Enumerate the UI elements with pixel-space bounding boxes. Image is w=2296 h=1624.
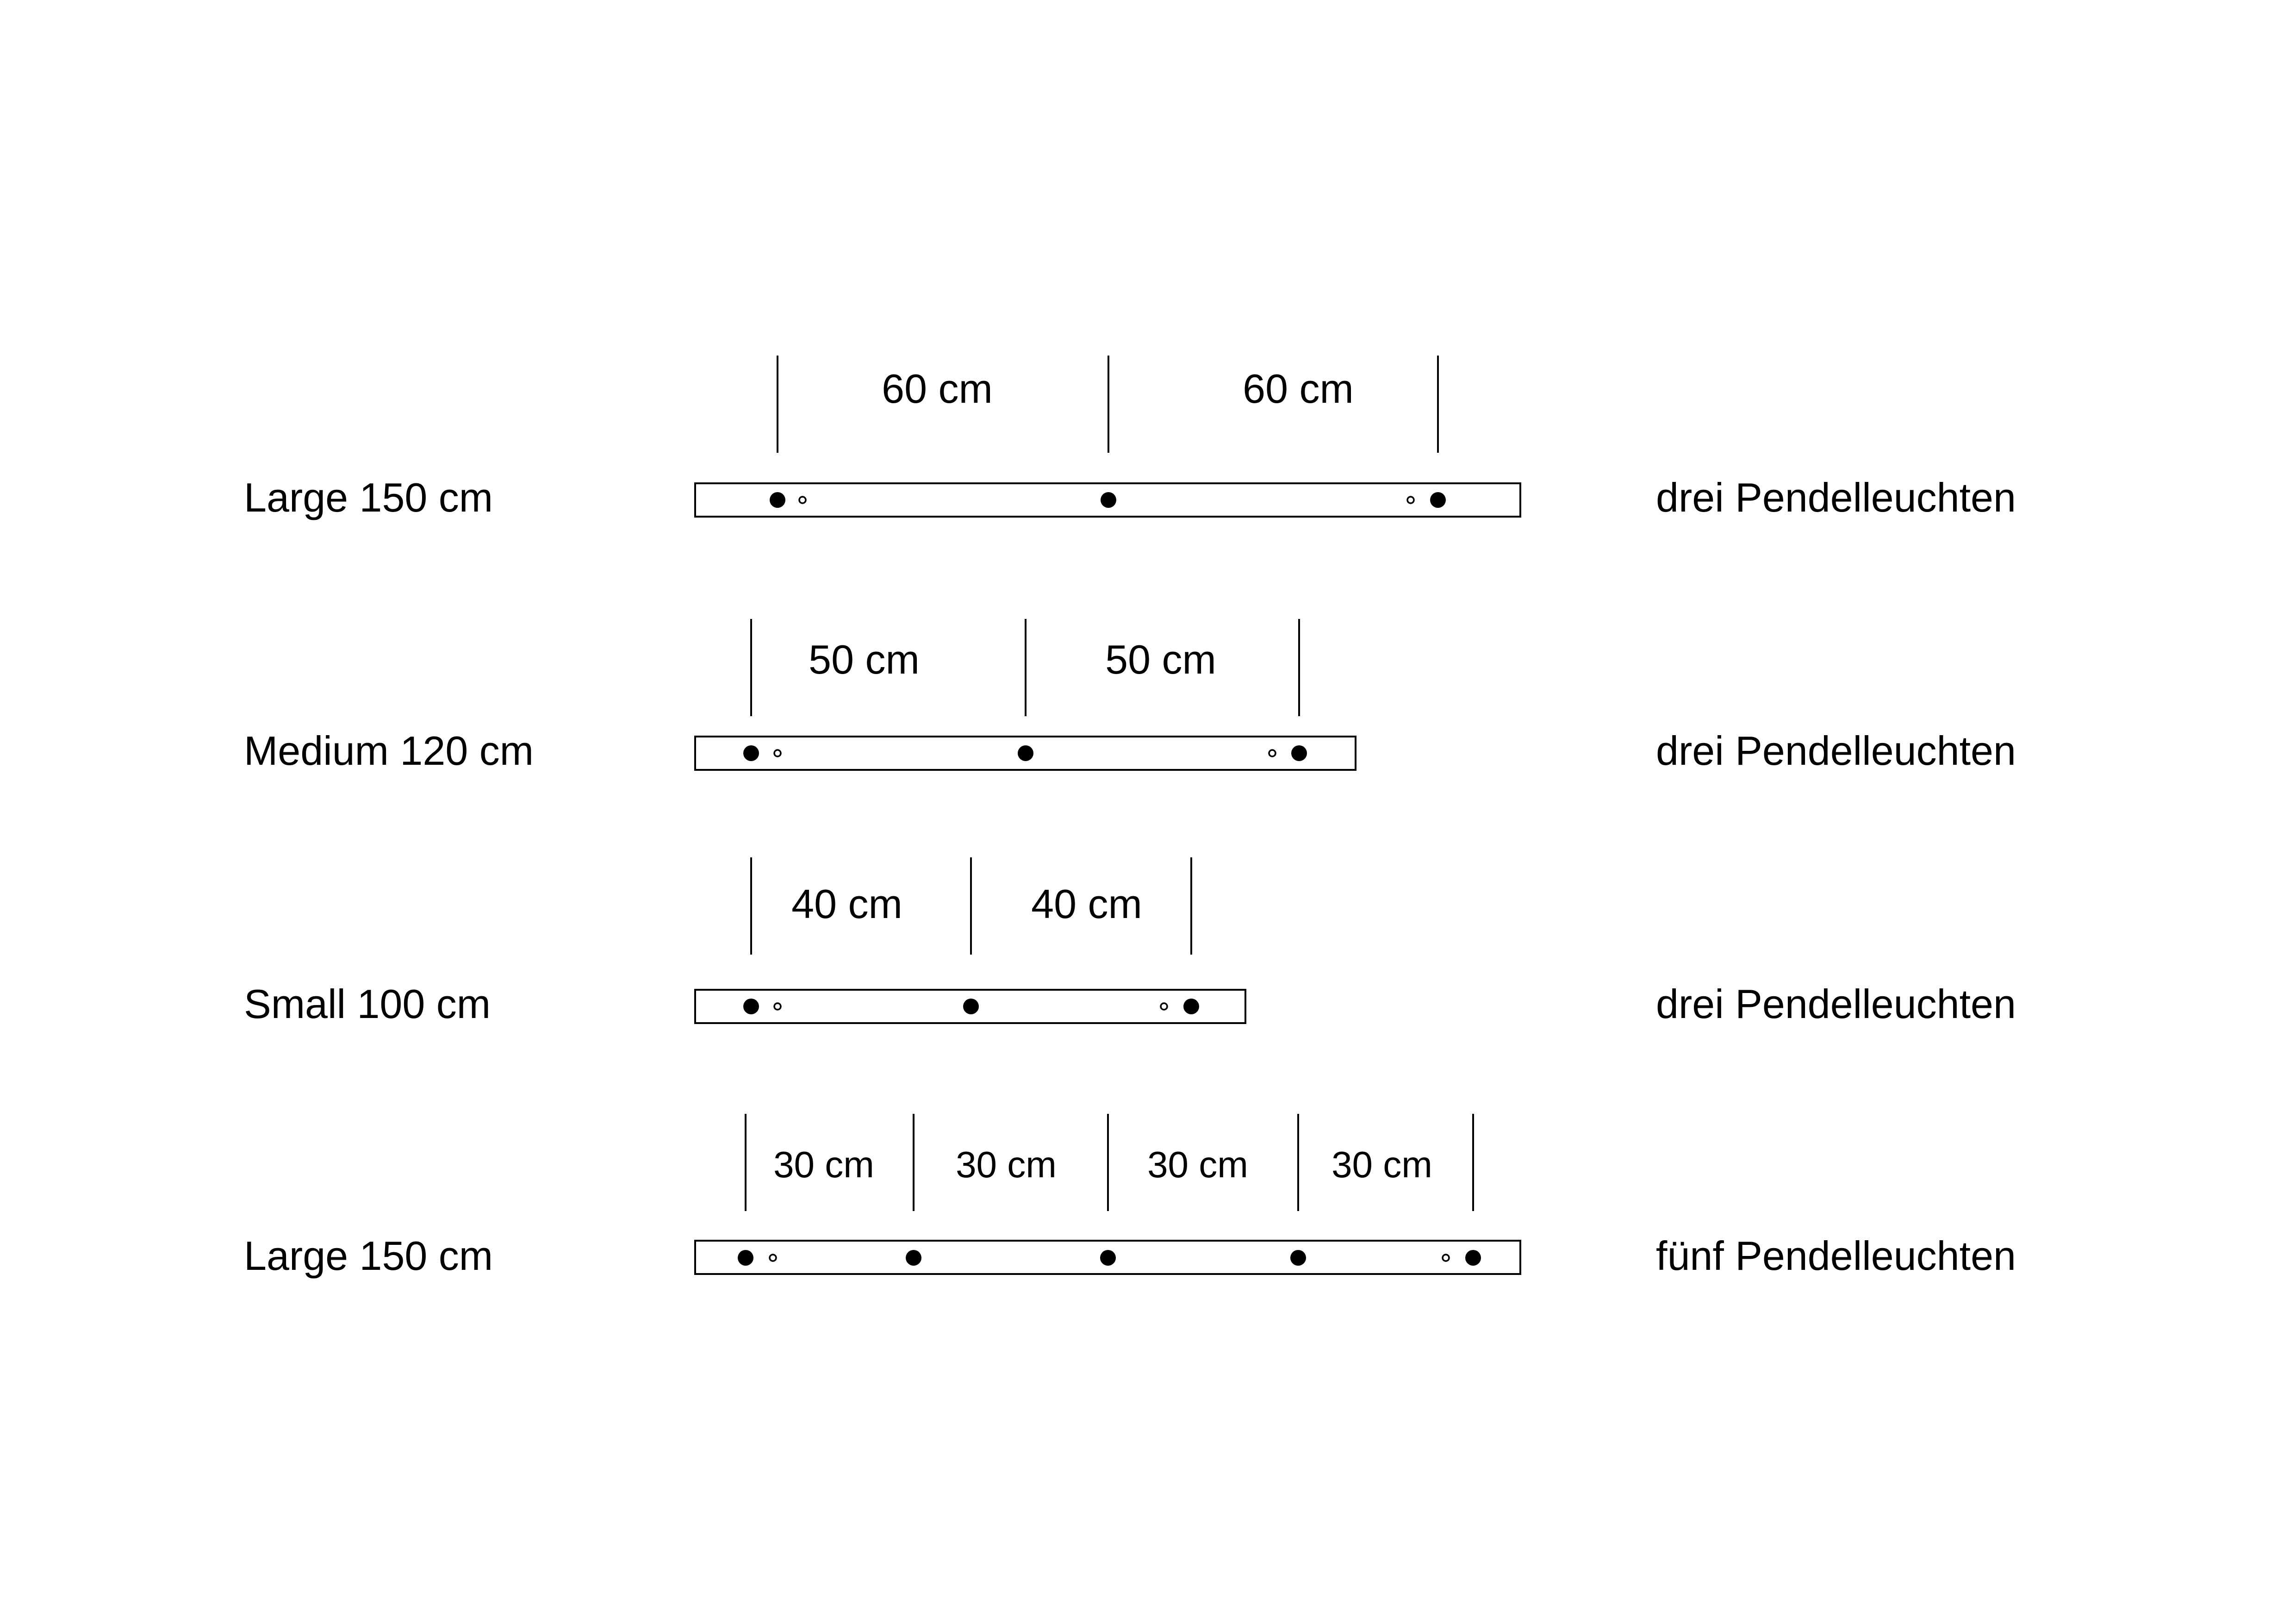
pendant-point xyxy=(906,1250,921,1266)
pendant-point xyxy=(1290,1250,1306,1266)
ceiling-rail xyxy=(694,1240,1521,1275)
ceiling-rail xyxy=(694,736,1356,771)
canopy-point xyxy=(769,1254,777,1262)
spacing-label: 60 cm xyxy=(1243,366,1354,412)
canopy-point xyxy=(773,749,782,757)
spacing-label: 60 cm xyxy=(882,366,993,412)
canopy-point xyxy=(1160,1002,1168,1011)
spacing-label: 30 cm xyxy=(773,1144,874,1185)
spacing-label: 30 cm xyxy=(1332,1144,1432,1185)
pendant-point xyxy=(1465,1250,1481,1266)
pendant-count-label: fünf Pendelleuchten xyxy=(1656,1233,2016,1279)
spacing-label: 50 cm xyxy=(1105,637,1216,682)
pendant-point xyxy=(1430,492,1446,508)
spacing-label: 30 cm xyxy=(1147,1144,1248,1185)
pendant-point xyxy=(743,745,759,761)
pendant-point xyxy=(770,492,785,508)
pendant-point xyxy=(738,1250,753,1266)
canopy-point xyxy=(798,496,807,504)
canopy-point xyxy=(773,1002,782,1011)
spacing-label: 50 cm xyxy=(809,637,920,682)
pendant-point xyxy=(1100,1250,1116,1266)
spacing-label: 30 cm xyxy=(956,1144,1057,1185)
spacing-label: 40 cm xyxy=(1031,881,1142,927)
row-medium-three: Medium 120 cm 50 cm 50 cm drei Pendelleu… xyxy=(244,619,2016,774)
canopy-point xyxy=(1406,496,1415,504)
size-label: Large 150 cm xyxy=(244,475,493,520)
pendant-point xyxy=(1101,492,1116,508)
pendant-point xyxy=(743,999,759,1014)
row-large-five: Large 150 cm 30 cm 30 cm 30 cm 30 cm fün… xyxy=(244,1114,2016,1279)
size-label: Medium 120 cm xyxy=(244,728,534,774)
pendant-point xyxy=(1291,745,1307,761)
pendant-point xyxy=(1183,999,1199,1014)
pendant-point xyxy=(963,999,979,1014)
pendant-count-label: drei Pendelleuchten xyxy=(1656,475,2016,520)
pendant-count-label: drei Pendelleuchten xyxy=(1656,728,2016,774)
canopy-point xyxy=(1268,749,1276,757)
pendant-count-label: drei Pendelleuchten xyxy=(1656,981,2016,1027)
ceiling-rail xyxy=(694,482,1521,518)
row-small-three: Small 100 cm 40 cm 40 cm drei Pendelleuc… xyxy=(244,857,2016,1027)
size-label: Large 150 cm xyxy=(244,1233,493,1279)
spacing-label: 40 cm xyxy=(791,881,902,927)
pendant-point xyxy=(1018,745,1033,761)
size-label: Small 100 cm xyxy=(244,981,491,1027)
row-large-three: Large 150 cm 60 cm 60 cm drei Pendelleuc… xyxy=(244,356,2016,520)
canopy-point xyxy=(1442,1254,1450,1262)
ceiling-rail xyxy=(694,989,1246,1024)
